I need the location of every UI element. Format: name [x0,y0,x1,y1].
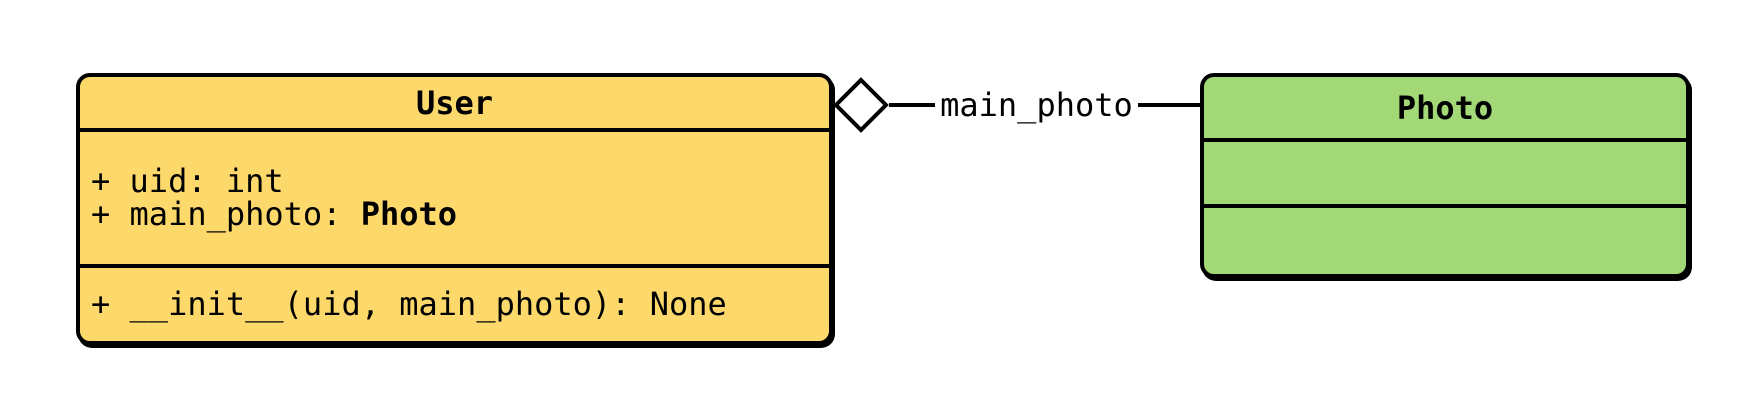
relationship-line-right [1137,103,1200,107]
attribute-text: + main_photo: [91,195,361,233]
class-title-user: User [415,83,494,122]
method-text: + __init__(uid, main_photo): None [91,285,727,323]
class-methods-photo [1204,204,1686,274]
attribute-row: + main_photo: Photo [91,198,829,231]
class-node-user: User + uid: int + main_photo: Photo + __… [76,73,833,345]
relationship-line-left [889,103,936,107]
aggregation-diamond-icon [833,77,889,133]
class-title-photo: Photo [1396,88,1494,127]
attribute-text: + uid: int [91,162,284,200]
relationship-label: main_photo [940,86,1133,124]
class-attributes-photo [1204,138,1686,204]
method-row: + __init__(uid, main_photo): None [91,288,829,321]
attribute-row: + uid: int [91,165,829,198]
class-node-photo: Photo [1200,73,1690,278]
class-attributes-user: + uid: int + main_photo: Photo [80,128,829,264]
relationship-user-photo: main_photo [833,77,1200,133]
class-methods-user: + __init__(uid, main_photo): None [80,264,829,341]
attribute-type-bold: Photo [360,195,458,233]
